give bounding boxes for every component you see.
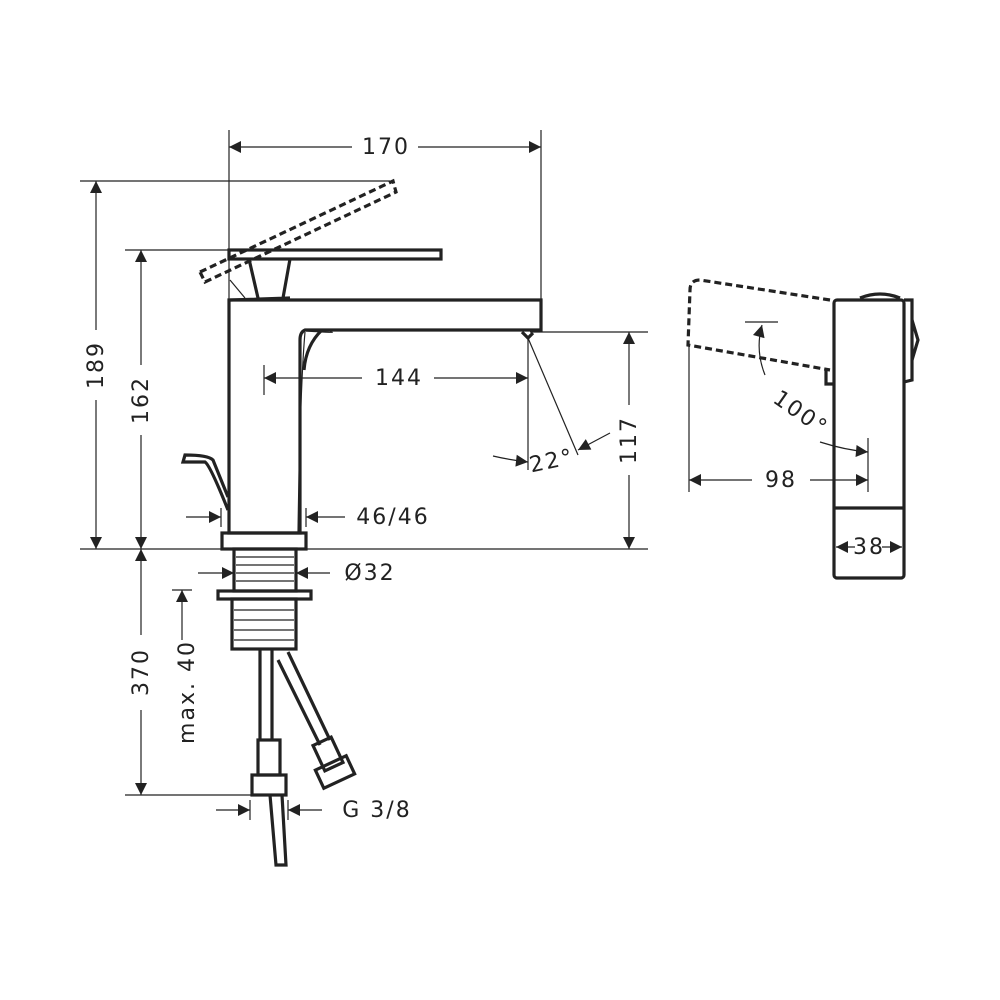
dim-lever-rotation: 100°: [768, 386, 832, 441]
dim-spout-reach: 144: [375, 366, 423, 391]
dim-shank-diameter: Ø32: [344, 561, 395, 586]
dim-max-counter: max. 40: [175, 640, 200, 744]
dim-spout-angle: 22°: [527, 445, 576, 479]
dim-body-section: 46/46: [356, 505, 429, 530]
dim-hose-length: 370: [129, 648, 154, 696]
dimension-labels: 170 189 162 144 117 22° 46/46 Ø32 max. 4…: [84, 135, 885, 823]
faucet-side-view: [686, 278, 920, 580]
dim-outlet-height: 117: [617, 416, 642, 464]
dimension-lines: [90, 141, 902, 816]
dim-connection-thread: G 3/8: [342, 798, 411, 823]
dim-overall-height: 189: [84, 341, 109, 389]
dim-lever-height: 162: [129, 376, 154, 424]
dim-side-width: 38: [853, 535, 885, 560]
dim-side-depth: 98: [765, 468, 797, 493]
dim-overall-length: 170: [362, 135, 410, 160]
